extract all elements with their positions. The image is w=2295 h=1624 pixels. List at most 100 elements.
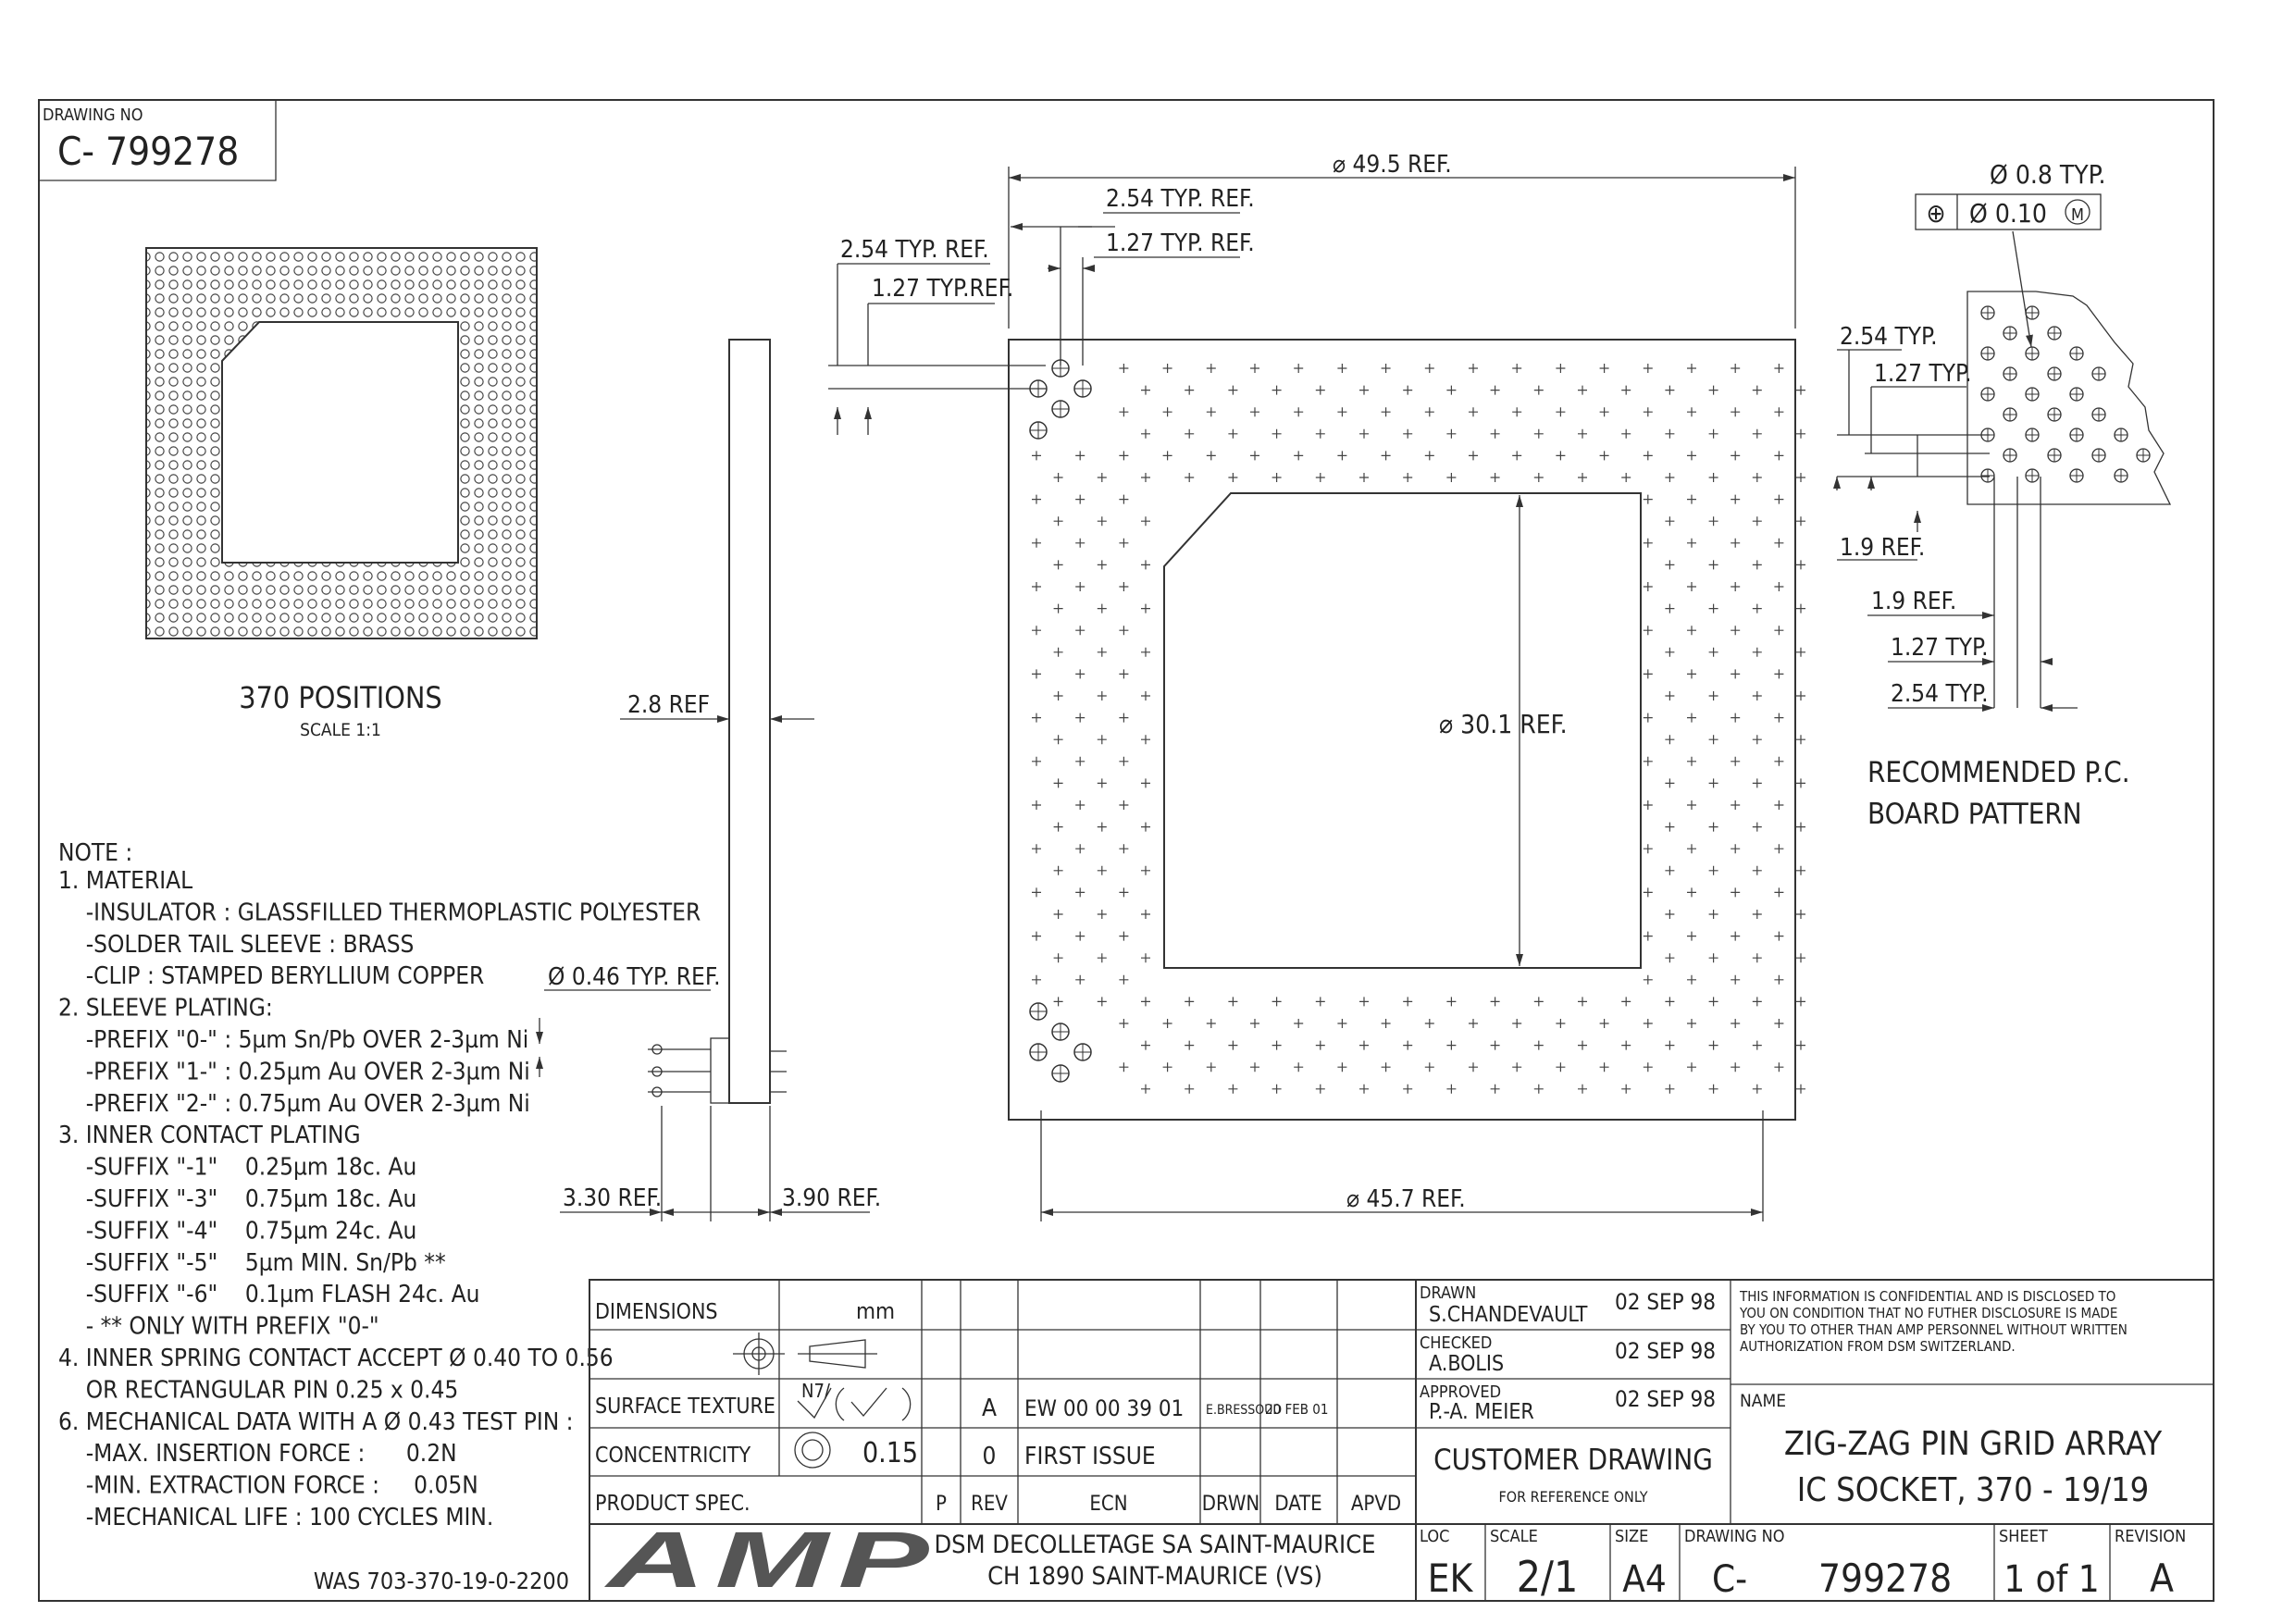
rev-row-0-ecn: FIRST ISSUE (1024, 1443, 1156, 1470)
rev-row-0-rev: 0 (983, 1443, 997, 1470)
amp-logo: AMP (604, 1516, 938, 1605)
note-line: -PREFIX "2-" : 0.75µm Au OVER 2-3µm Ni (58, 1090, 530, 1118)
sheet-label: SHEET (1999, 1527, 2048, 1546)
overall-dim: ⌀ 49.5 REF. (1333, 151, 1452, 179)
drawing-no-cell-label: DRAWING NO (1684, 1527, 1785, 1546)
pin-dia-dim: Ø 0.46 TYP. REF. (548, 963, 721, 991)
concentricity-label: CONCENTRICITY (595, 1444, 751, 1468)
customer-drawing: CUSTOMER DRAWING (1433, 1444, 1713, 1477)
note-line: -SUFFIX "-3" 0.75µm 18c. Au (58, 1185, 416, 1213)
approved-label: APPROVED (1420, 1382, 1501, 1402)
pcb-pattern: Ø 0.8 TYP. ⊕ Ø 0.10 M 2.54 TYP. 1.27 TYP… (1833, 159, 2172, 831)
inner-dim: ⌀ 30.1 REF. (1439, 709, 1568, 739)
rev-row-a-date: 20 FEB 01 (1265, 1401, 1328, 1418)
size-label: SIZE (1615, 1527, 1648, 1546)
note-line: -MECHANICAL LIFE : 100 CYCLES MIN. (58, 1504, 493, 1531)
mmc-modifier-icon (2065, 199, 2090, 225)
note-line: -SUFFIX "-5" 5µm MIN. Sn/Pb ** (58, 1249, 446, 1277)
hole-dia-dim: Ø 0.8 TYP. (1990, 159, 2105, 190)
note-line: -SUFFIX "-6" 0.1µm FLASH 24c. Au (58, 1281, 479, 1308)
note-line: - ** ONLY WITH PREFIX "0-" (58, 1313, 379, 1341)
rev-row-a-rev: A (982, 1395, 997, 1422)
note-line: -INSULATOR : GLASSFILLED THERMOPLASTIC P… (58, 899, 701, 926)
approved-date: 02 SEP 98 (1615, 1386, 1716, 1412)
notes-block: NOTE :1. MATERIAL -INSULATOR : GLASSFILL… (58, 839, 701, 1531)
note-line: -PREFIX "0-" : 5µm Sn/Pb OVER 2-3µm Ni (58, 1026, 528, 1054)
tail-dim-a: 3.30 REF. (563, 1184, 662, 1212)
drawing-no-prefix: C- (1712, 1558, 1747, 1601)
fcf-frame (1915, 193, 2102, 230)
note-line: -MIN. EXTRACTION FORCE : 0.05N (58, 1472, 478, 1500)
title-block: DIMENSIONS mm SURFACE TEXTURE N7/ CONCEN… (589, 1279, 2214, 1605)
concentricity-icon (794, 1432, 831, 1469)
socket-top-view: 370 POSITIONS SCALE 1:1 (145, 247, 538, 740)
pins-width-dim: ⌀ 45.7 REF. (1346, 1185, 1466, 1213)
part-name-2: IC SOCKET, 370 - 19/19 (1797, 1471, 2150, 1509)
note-line: 1. MATERIAL (58, 867, 192, 895)
position-tolerance-icon: ⊕ (1926, 198, 1945, 229)
drawn-label: DRAWN (1420, 1283, 1476, 1303)
confidential-line-1: THIS INFORMATION IS CONFIDENTIAL AND IS … (1739, 1288, 2115, 1305)
loc-label: LOC (1420, 1527, 1449, 1546)
size-value: A4 (1622, 1558, 1667, 1601)
confidential-line-3: BY YOU TO OTHER THAN AMP PERSONNEL WITHO… (1740, 1321, 2128, 1338)
pcb-dim-127-left: 1.27 TYP. (1874, 360, 1972, 388)
confidential-line-2: YOU ON CONDITION THAT NO FUTHER DISCLOSU… (1739, 1305, 2117, 1321)
revision-label: REVISION (2115, 1527, 2186, 1546)
drawn-date: 02 SEP 98 (1615, 1289, 1716, 1315)
fcf-tolerance: Ø 0.10 (1969, 198, 2047, 229)
tail-dim-b: 3.90 REF. (782, 1184, 881, 1212)
part-name-1: ZIG-ZAG PIN GRID ARRAY (1784, 1425, 2163, 1463)
pcb-dim-127-low: 1.27 TYP. (1891, 634, 1989, 662)
surface-texture-value: N7/ (801, 1380, 831, 1402)
pcb-dim-254-left: 2.54 TYP. (1840, 323, 1938, 351)
scale-label: SCALE 1:1 (300, 720, 381, 740)
drawing-no-cell: 799278 (1818, 1556, 1952, 1601)
rev-header-p: P (936, 1493, 947, 1516)
surface-texture-label: SURFACE TEXTURE (595, 1395, 775, 1419)
reference-only: FOR REFERENCE ONLY (1499, 1488, 1648, 1506)
socket-side-view: 2.8 REF Ø 0.46 TYP. REF. 3.30 REF. 3.90 … (536, 339, 881, 1221)
drawing-no-box: DRAWING NO C- 799278 (39, 99, 277, 181)
note-line: -CLIP : STAMPED BERYLLIUM COPPER (58, 962, 484, 990)
pin-field (1029, 359, 1805, 1094)
pitch-127-top: 1.27 TYP. REF. (1106, 229, 1255, 257)
surface-finish-icon (797, 1387, 832, 1419)
pcb-caption-2: BOARD PATTERN (1867, 798, 2082, 831)
dimensions-label: DIMENSIONS (595, 1300, 718, 1324)
positions-label: 370 POSITIONS (239, 680, 441, 715)
drawn-name: S.CHANDEVAULT (1429, 1303, 1588, 1327)
checked-name: A.BOLIS (1429, 1352, 1504, 1376)
pcb-hole-field (1980, 305, 2151, 483)
drawing-no-label: DRAWING NO (43, 105, 143, 125)
rev-row-a-ecn: EW 00 00 39 01 (1024, 1395, 1184, 1421)
socket-bottom-view: ⌀ 49.5 REF. ⌀ 30.1 REF. ⌀ 45.7 REF. 2.54… (828, 151, 1805, 1221)
company-line-2: CH 1890 SAINT-MAURICE (VS) (987, 1562, 1322, 1591)
sheet-value: 1 of 1 (2003, 1558, 2099, 1601)
first-angle-projection-icon (733, 1333, 877, 1375)
loc-value: EK (1428, 1556, 1474, 1601)
rev-header-ecn: ECN (1089, 1493, 1127, 1516)
note-line: NOTE : (58, 839, 132, 867)
note-line: -SUFFIX "-1" 0.25µm 18c. Au (58, 1154, 416, 1182)
approved-name: P.-A. MEIER (1429, 1400, 1534, 1424)
concentricity-value: 0.15 (862, 1437, 918, 1469)
surface-finish-icon-b (835, 1387, 912, 1421)
pitch-254-left: 2.54 TYP. REF. (840, 236, 989, 264)
rev-header-drwn: DRWN (1202, 1493, 1259, 1516)
checked-label: CHECKED (1420, 1333, 1492, 1353)
checked-date: 02 SEP 98 (1615, 1338, 1716, 1364)
name-label: NAME (1740, 1391, 1786, 1411)
was-label: WAS 703-370-19-0-2200 (314, 1568, 569, 1594)
note-line: -MAX. INSERTION FORCE : 0.2N (58, 1440, 457, 1468)
rev-header-date: DATE (1274, 1493, 1321, 1516)
pitch-127-left: 1.27 TYP.REF. (872, 275, 1013, 303)
dimensions-unit: mm (856, 1298, 895, 1324)
note-line: 6. MECHANICAL DATA WITH A Ø 0.43 TEST PI… (58, 1408, 574, 1436)
fcf-modifier: M (2071, 205, 2084, 225)
pcb-dim-19-a: 1.9 REF. (1840, 534, 1925, 562)
drawing-no: C- 799278 (57, 129, 239, 174)
note-line: 2. SLEEVE PLATING: (58, 995, 273, 1023)
note-line: -PREFIX "1-" : 0.25µm Au OVER 2-3µm Ni (58, 1058, 530, 1085)
